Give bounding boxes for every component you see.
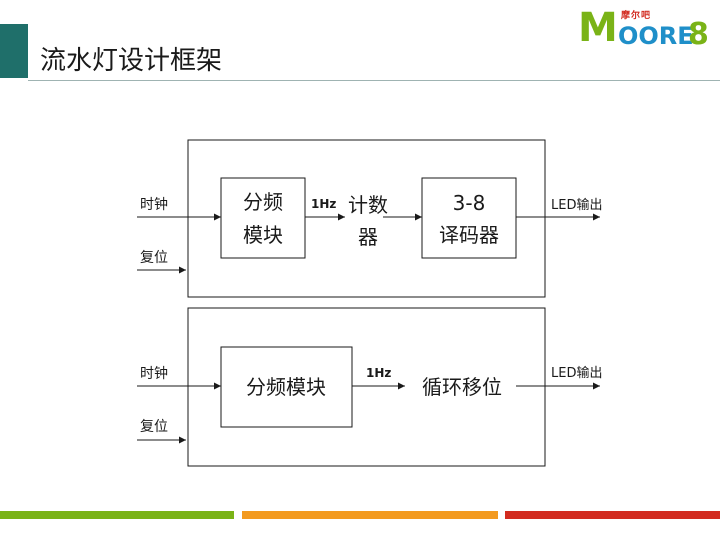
top-decoder-label-2: 译码器 [439, 223, 499, 247]
logo-digit-8: 8 [688, 17, 709, 52]
logo-chinese-name: 摩尔吧 [621, 11, 652, 21]
top-output-label: LED输出 [551, 197, 602, 213]
bottom-divider-box [220, 346, 353, 428]
bottom-output-label: LED输出 [551, 365, 602, 381]
slide-title: 流水灯设计框架 [40, 46, 223, 76]
top-diagram: 时钟 复位 分频 模块 1Hz 计数 器 3-8 译码器 LED输出 [137, 139, 602, 298]
footer-red-bar [505, 511, 720, 519]
top-reset-label: 复位 [140, 249, 168, 266]
top-freq-label: 1Hz [311, 197, 336, 211]
top-counter-label-2: 器 [358, 225, 378, 249]
top-divider-label-1: 分频 [243, 190, 283, 214]
top-counter-label-1: 计数 [348, 193, 388, 217]
title-underline [28, 80, 720, 81]
title-accent-bar [0, 24, 28, 78]
bottom-reset-label: 复位 [140, 418, 168, 435]
top-divider-label-2: 模块 [243, 223, 283, 247]
bottom-divider-label: 分频模块 [246, 375, 326, 399]
bottom-freq-label: 1Hz [366, 366, 391, 380]
top-decoder-label-1: 3-8 [453, 191, 486, 215]
moore8-logo: M 摩尔吧 OORE 8 [578, 6, 712, 52]
bottom-diagram: 时钟 复位 分频模块 1Hz 循环移位 LED输出 [137, 307, 602, 467]
bottom-clock-label: 时钟 [140, 365, 168, 382]
top-decoder-box [421, 177, 517, 259]
bottom-shifter-label: 循环移位 [422, 375, 502, 399]
footer-orange-bar [242, 511, 498, 519]
top-divider-box [220, 177, 306, 259]
footer-green-bar [0, 511, 234, 519]
logo-letter-m: M [578, 5, 618, 51]
logo-letters-oore: OORE [618, 22, 694, 50]
top-clock-label: 时钟 [140, 196, 168, 213]
